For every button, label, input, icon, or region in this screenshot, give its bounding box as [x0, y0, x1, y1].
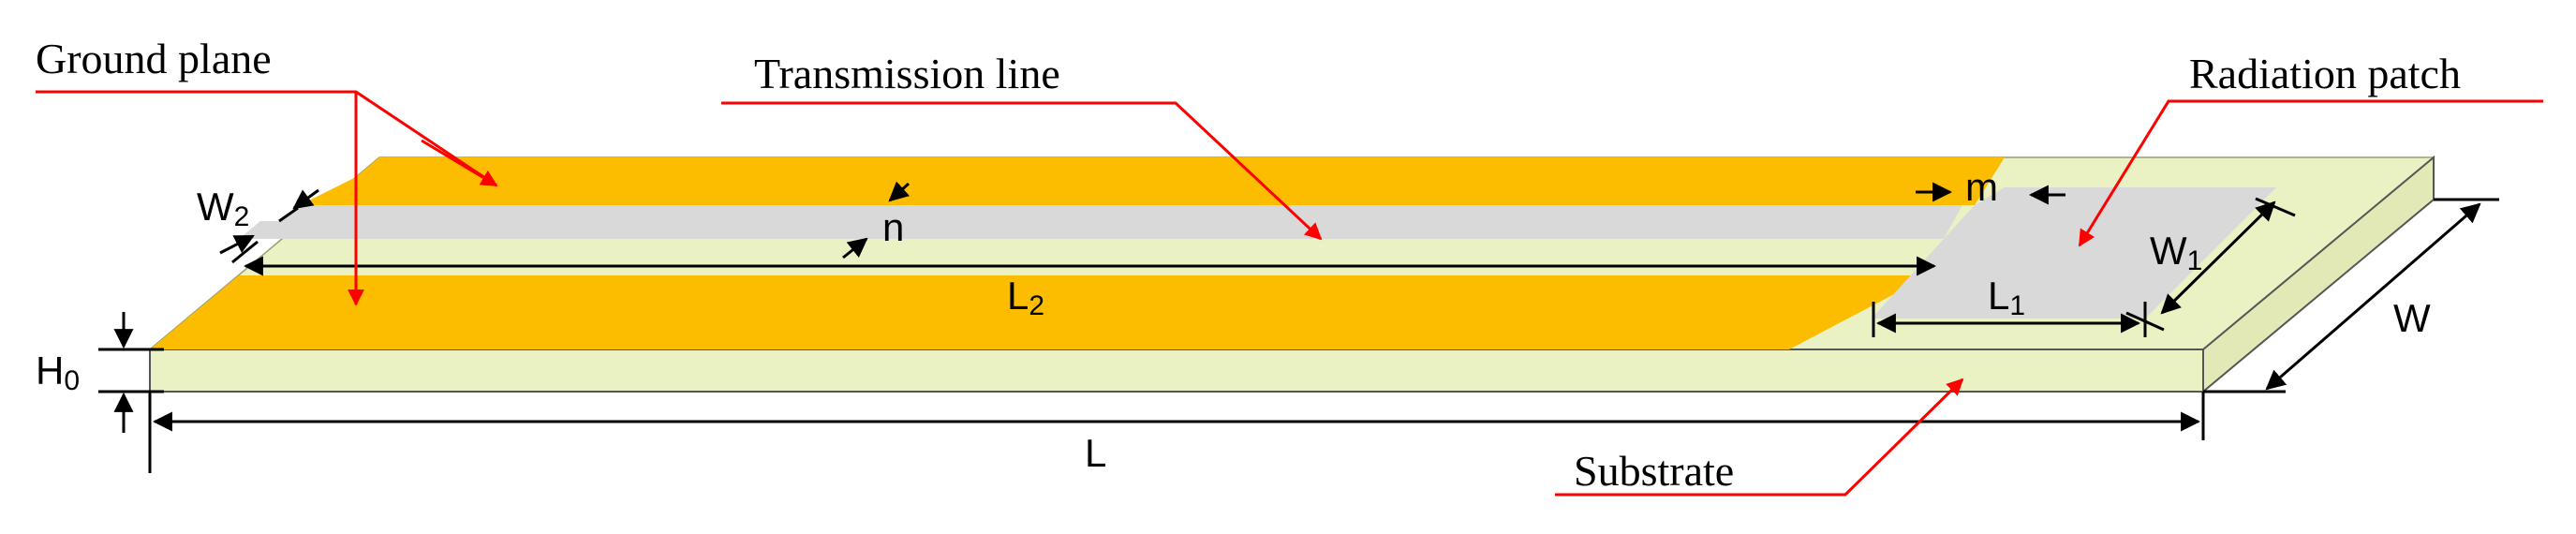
w1-label: W1: [2150, 229, 2202, 276]
ground-plane-upper-strip: [300, 157, 2005, 205]
substrate-label: Substrate: [1574, 447, 1734, 495]
l1-label: L1: [1988, 274, 2025, 321]
n-label: n: [882, 205, 904, 249]
h0-label: H0: [36, 349, 80, 396]
l2-label: L2: [1007, 274, 1044, 321]
callout-lines: [36, 90, 2543, 497]
w1-dimension-line: [2160, 200, 2276, 315]
ground-plane-lower-strip: [150, 275, 1930, 349]
n-arrow-bottom: [842, 237, 868, 260]
w1-ext-bottom: [2125, 311, 2165, 332]
n-arrow-top: [888, 181, 910, 202]
ground-plane-label: Ground plane: [36, 35, 272, 82]
radiation-patch-callout: [2078, 99, 2543, 247]
w2-arrow-bottom: [219, 234, 255, 255]
w-label: W: [2393, 296, 2431, 340]
ground-plane: [150, 157, 2005, 349]
substrate-callout: [1555, 378, 1964, 497]
l-label: L: [1085, 431, 1106, 475]
w2-label: W2: [197, 185, 249, 232]
transmission-line-label: Transmission line: [754, 50, 1060, 97]
dimension-lines: [98, 181, 2499, 473]
m-label: m: [1965, 165, 1998, 209]
substrate-front-face: [149, 349, 2204, 393]
w2-arrow-top: [292, 188, 319, 210]
w2-ext-tick-1: [278, 206, 299, 223]
radiation-patch-label: Radiation patch: [2189, 50, 2461, 97]
transmission-line-callout: [721, 101, 1323, 241]
transmission-line-strip: [239, 205, 1962, 239]
ground-plane-callout-tip: [421, 139, 498, 187]
w-dimension-line: [2265, 202, 2481, 391]
